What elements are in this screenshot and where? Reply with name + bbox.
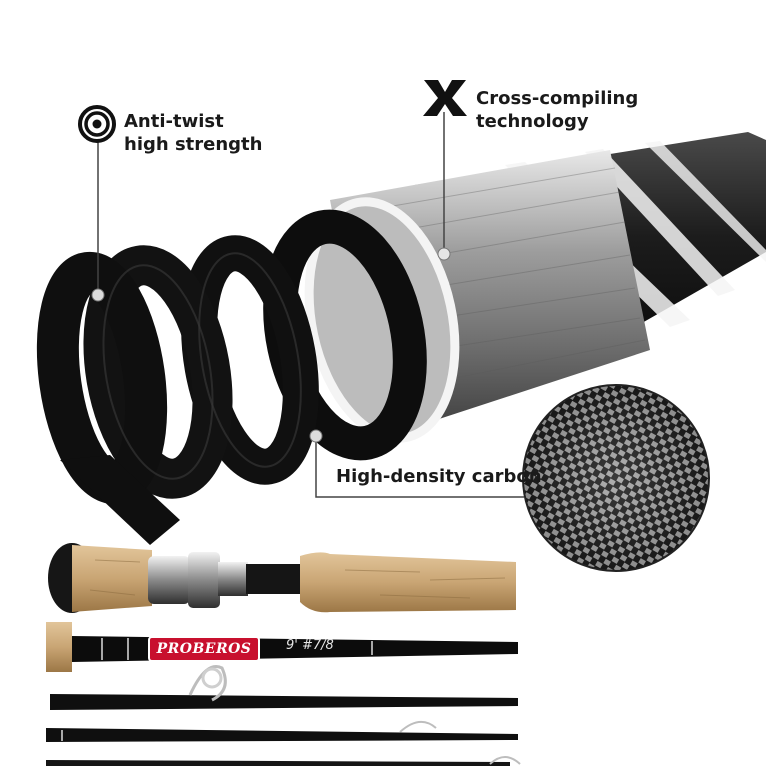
callout-lines [91, 112, 524, 498]
anti-twist-label: Anti-twist high strength [124, 110, 262, 156]
x-cross-icon [423, 80, 467, 116]
high-density-carbon-text: High-density carbon [336, 466, 542, 487]
high-density-carbon-label: High-density carbon [336, 465, 542, 488]
spiral-carbon-wraps [36, 209, 427, 545]
anti-twist-line1: Anti-twist [124, 111, 224, 132]
rod-sections [46, 622, 521, 766]
carbon-weave-closeup [522, 384, 710, 572]
rod-spec-text: 9' #7/8 [286, 638, 334, 653]
concentric-target-icon [78, 105, 116, 143]
cross-compiling-line2: technology [476, 111, 589, 132]
anti-twist-line2: high strength [124, 134, 263, 155]
cross-compiling-label: Cross-compiling technology [476, 87, 638, 133]
brand-logo: PROBEROS [148, 636, 260, 662]
cross-compiling-line1: Cross-compiling [476, 88, 639, 109]
rod-handle [48, 543, 516, 613]
